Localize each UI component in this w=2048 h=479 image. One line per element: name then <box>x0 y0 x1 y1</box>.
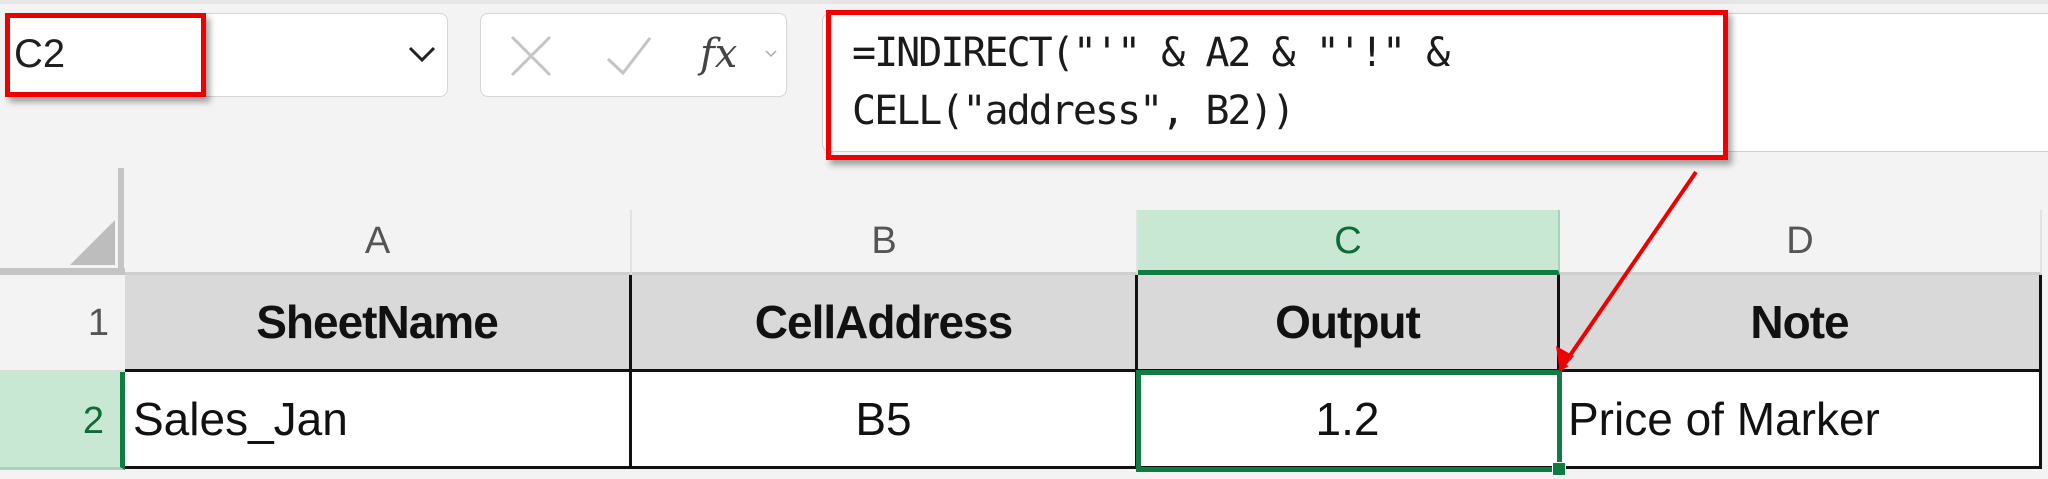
cell-c2[interactable]: 1.2 <box>1138 372 1560 469</box>
chevron-down-icon[interactable] <box>764 48 778 60</box>
cell-text: Output <box>1275 296 1421 348</box>
formula-line-2: CELL("address", B2)) <box>852 88 1296 134</box>
row-header-1[interactable]: 1 <box>0 275 125 372</box>
cell-c1[interactable]: Output <box>1138 275 1560 372</box>
formula-highlight <box>826 10 1728 160</box>
formula-bar[interactable] <box>822 13 2048 152</box>
active-cell-border <box>1136 370 1562 472</box>
insert-function-icon[interactable]: fx <box>700 31 738 77</box>
check-icon[interactable] <box>605 33 653 79</box>
corner-divider <box>0 268 125 275</box>
row-header-2[interactable]: 2 <box>0 372 125 470</box>
cell-a2[interactable]: Sales_Jan <box>125 372 632 469</box>
cell-b2[interactable]: B5 <box>632 372 1138 469</box>
cell-d2[interactable]: Price of Marker <box>1560 372 2042 469</box>
column-header-d[interactable]: D <box>1560 210 2042 275</box>
column-header-c[interactable]: C <box>1138 210 1560 275</box>
cell-text: SheetName <box>256 296 499 348</box>
column-header-a[interactable]: A <box>125 210 632 275</box>
chevron-down-icon[interactable] <box>404 36 440 72</box>
cell-text: 1.2 <box>1315 393 1380 445</box>
cell-text: Price of Marker <box>1568 393 1880 445</box>
name-box-value[interactable]: C2 <box>14 32 66 76</box>
close-icon[interactable] <box>508 33 554 79</box>
select-all-triangle-icon[interactable] <box>70 220 115 265</box>
window-top-border <box>0 0 2048 4</box>
cell-text: Sales_Jan <box>133 393 348 445</box>
fill-handle[interactable] <box>1552 462 1566 476</box>
name-box[interactable] <box>5 13 448 97</box>
corner-divider <box>118 168 124 275</box>
cell-text: CellAddress <box>754 296 1013 348</box>
column-header-b[interactable]: B <box>632 210 1138 275</box>
cell-text: B5 <box>855 393 912 445</box>
name-box-highlight <box>5 13 206 97</box>
cell-d1[interactable]: Note <box>1560 275 2042 372</box>
cell-text: Note <box>1750 296 1849 348</box>
formula-line-1: =INDIRECT("'" & A2 & "'!" & <box>852 30 1450 76</box>
cell-b1[interactable]: CellAddress <box>632 275 1138 372</box>
cell-a1[interactable]: SheetName <box>125 275 632 372</box>
formula-text[interactable]: =INDIRECT("'" & A2 & "'!" & CELL("addres… <box>852 24 1722 140</box>
